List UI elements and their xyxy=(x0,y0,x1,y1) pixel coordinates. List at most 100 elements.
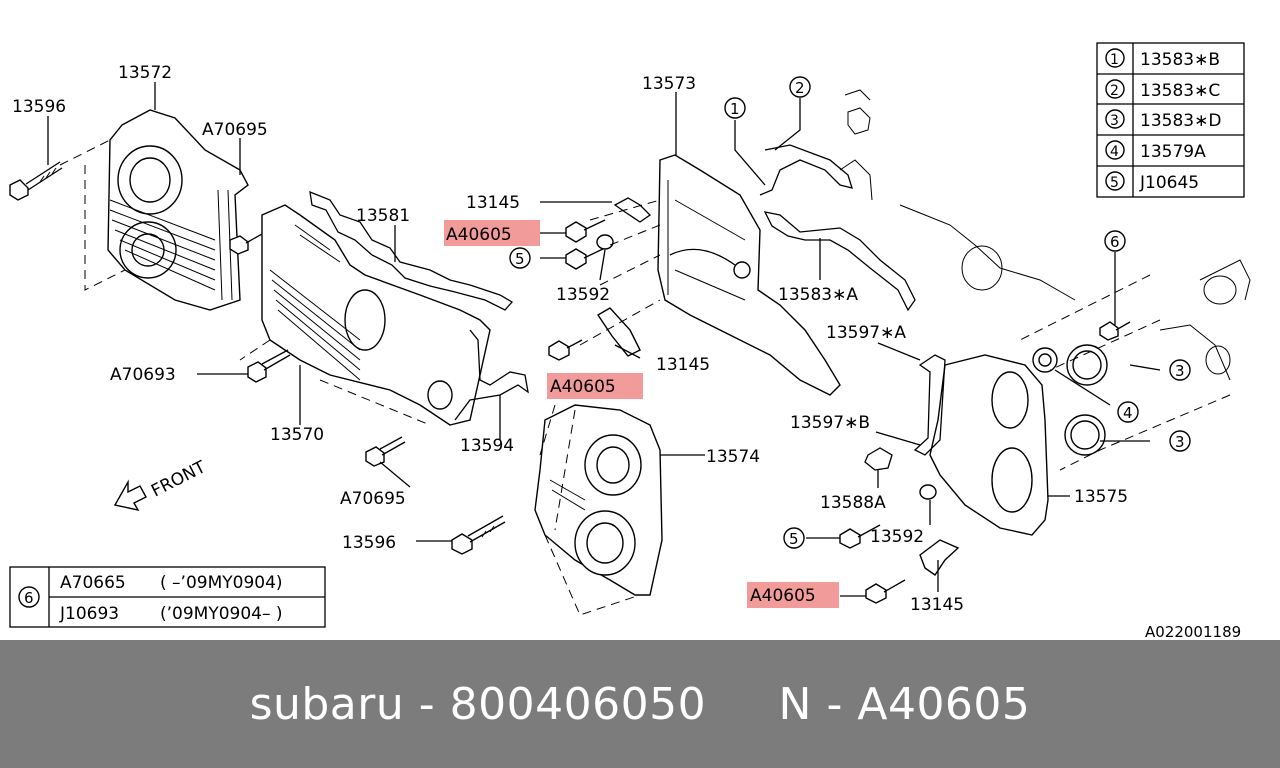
callout-2: 2 xyxy=(789,76,811,98)
label-13570: 13570 xyxy=(270,425,324,445)
seal-13145-bottom xyxy=(919,539,960,576)
note-part: A70665 xyxy=(60,573,126,593)
oil-seal-3-bottom xyxy=(1064,414,1106,456)
part-number: 800406050 xyxy=(449,678,707,730)
svg-text:3: 3 xyxy=(1110,113,1119,129)
label-13594: 13594 xyxy=(460,436,514,456)
label-a70693: A70693 xyxy=(110,365,176,385)
bolt-13596-bottom xyxy=(451,515,506,555)
label-13583a: 13583∗A xyxy=(778,285,858,305)
seal-13145-mid xyxy=(597,307,641,357)
legend-row: 4 13579A xyxy=(1105,140,1206,162)
label-a70695-bottom: A70695 xyxy=(340,489,406,509)
cover-13574 xyxy=(534,404,663,596)
front-cover-13572 xyxy=(107,109,249,311)
clip-13145-top xyxy=(613,197,652,223)
label-13596-bottom: 13596 xyxy=(342,533,396,553)
label-a40605-bottom: A40605 xyxy=(750,586,816,606)
bolt-a70695-top xyxy=(229,233,263,255)
legend-row: 3 13583∗D xyxy=(1105,109,1221,131)
o-ring-4 xyxy=(1032,347,1058,373)
separator: - xyxy=(418,678,436,730)
collar-13592-top xyxy=(596,234,614,250)
gasket-13581 xyxy=(309,190,514,311)
label-13597b: 13597∗B xyxy=(790,413,870,433)
bolt-6 xyxy=(1099,321,1131,341)
brand-name: subaru xyxy=(249,678,405,730)
label-13592-top: 13592 xyxy=(556,285,610,305)
svg-text:5: 5 xyxy=(1110,175,1119,191)
gasket-13594 xyxy=(454,329,529,421)
note-table: 6 A70665 ( –’09MY0904) J10693 (’09MY0904… xyxy=(9,566,326,628)
bolt-a70695-bottom xyxy=(365,436,406,467)
separator: - xyxy=(826,678,843,730)
svg-text:13583∗B: 13583∗B xyxy=(1140,50,1220,70)
label-13575: 13575 xyxy=(1074,487,1128,507)
gasket-13583a xyxy=(763,211,916,312)
callout-5-bottom: 5 xyxy=(783,527,805,549)
clip-13588a xyxy=(864,447,893,471)
highlight-a40605-bottom xyxy=(747,582,839,608)
label-13596-top: 13596 xyxy=(12,97,66,117)
svg-text:4: 4 xyxy=(1123,404,1133,422)
note-part: J10693 xyxy=(59,604,119,624)
label-a40605-top: A40605 xyxy=(446,225,512,245)
label-13572: 13572 xyxy=(118,63,172,83)
svg-text:5: 5 xyxy=(789,530,799,548)
label-13588a: 13588A xyxy=(820,493,886,513)
callout-3-bottom: 3 xyxy=(1169,430,1191,452)
label-13145-mid: 13145 xyxy=(656,355,710,375)
front-arrow: FRONT xyxy=(113,457,210,512)
svg-text:4: 4 xyxy=(1110,144,1119,160)
label-13574: 13574 xyxy=(706,447,760,467)
exploded-view: FRONT 13572 13596 A70695 13581 13573 131… xyxy=(9,42,1251,640)
front-label: FRONT xyxy=(148,457,209,501)
svg-text:13583∗D: 13583∗D xyxy=(1140,111,1221,131)
part-code: A40605 xyxy=(857,678,1031,730)
bolt-a40605-bottom xyxy=(865,579,906,604)
bolt-5-bottom xyxy=(839,524,881,549)
bolt-a70693 xyxy=(247,349,291,383)
label-13145-bottom: 13145 xyxy=(910,595,964,615)
parts-diagram: FRONT 13572 13596 A70695 13581 13573 131… xyxy=(9,42,1251,640)
note-number: 6 xyxy=(24,589,34,607)
svg-text:13579A: 13579A xyxy=(1140,142,1206,162)
part-caption-bar: subaru - 800406050 N - A40605 xyxy=(0,640,1280,768)
seal-13597a xyxy=(913,354,946,456)
callout-6: 6 xyxy=(1104,230,1126,252)
plate-13573 xyxy=(657,154,841,396)
code-prefix: N xyxy=(778,678,812,730)
cover-13570 xyxy=(261,204,491,426)
svg-text:3: 3 xyxy=(1175,362,1185,380)
legend-row: 2 13583∗C xyxy=(1105,79,1220,101)
callout-1: 1 xyxy=(724,97,746,119)
highlight-a40605-top xyxy=(444,220,540,246)
svg-text:2: 2 xyxy=(795,79,805,97)
legend-row: 5 J10645 xyxy=(1105,171,1199,193)
label-13597a: 13597∗A xyxy=(826,323,906,343)
svg-text:1: 1 xyxy=(1110,52,1119,68)
label-a40605-mid: A40605 xyxy=(550,377,616,397)
label-13592-bottom: 13592 xyxy=(870,527,924,547)
oil-seal-3-top xyxy=(1066,344,1108,386)
legend-table: 1 13583∗B 2 13583∗C 3 13583∗D 4 13579A 5… xyxy=(1096,42,1245,198)
callout-4: 4 xyxy=(1117,401,1139,423)
label-a70695-top: A70695 xyxy=(202,120,268,140)
bolt-a40605-mid xyxy=(548,339,583,361)
note-range: ( –’09MY0904) xyxy=(160,573,283,593)
bolt-5-top xyxy=(565,247,606,270)
callout-5-top: 5 xyxy=(509,247,531,269)
legend-row: 1 13583∗B xyxy=(1105,48,1220,70)
svg-text:5: 5 xyxy=(515,250,525,268)
svg-text:3: 3 xyxy=(1175,433,1185,451)
svg-text:2: 2 xyxy=(1110,83,1119,99)
svg-text:J10645: J10645 xyxy=(1139,173,1199,193)
svg-text:13583∗C: 13583∗C xyxy=(1140,81,1220,101)
reference-code: A022001189 xyxy=(1145,623,1241,640)
collar-13592-bottom xyxy=(919,484,937,500)
label-13573: 13573 xyxy=(642,74,696,94)
svg-text:1: 1 xyxy=(730,100,740,118)
highlight-a40605-mid xyxy=(547,373,643,399)
callout-3-top: 3 xyxy=(1169,359,1191,381)
bolt-13596-top xyxy=(9,161,63,201)
